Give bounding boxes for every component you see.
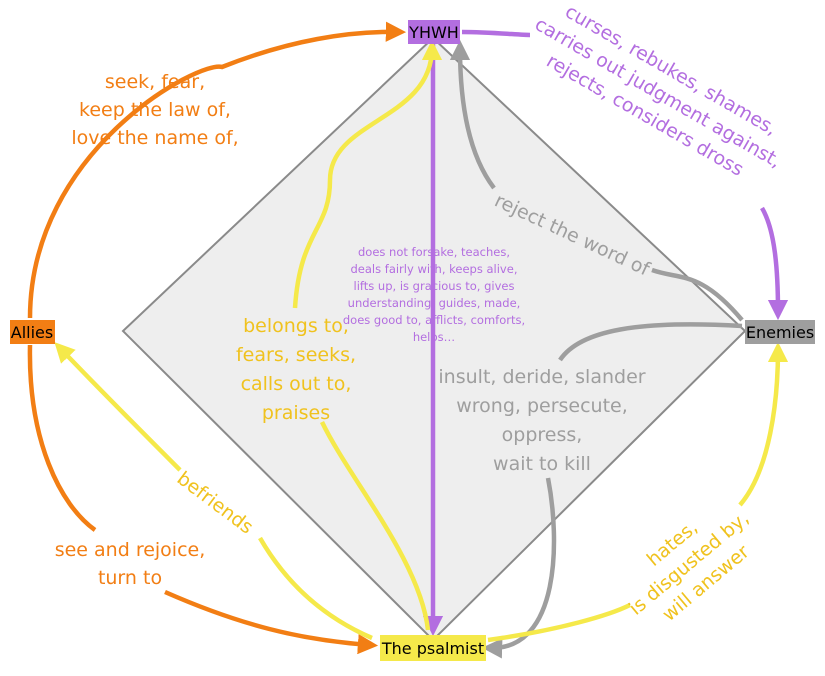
label-line: does not forsake, teaches, — [358, 245, 510, 259]
label-line: carries out judgment against, — [531, 13, 785, 172]
label-line: seek, fear, — [105, 71, 205, 93]
arrow-allies-to-psalmist — [27, 344, 370, 645]
node-yhwh: YHWH — [408, 20, 460, 44]
node-psalmist-label: The psalmist — [381, 639, 484, 658]
label-line: calls out to, — [241, 373, 352, 395]
arrow-psalmist-to-allies — [60, 348, 373, 641]
arrow-enemies-to-psalmist — [490, 322, 743, 648]
label-line: wrong, persecute, — [456, 395, 628, 417]
label-psalmist-to-enemies: hates, is disgusted by, will answer — [625, 507, 754, 626]
label-line: turn to — [98, 567, 162, 589]
label-psalmist-to-allies: befriends — [173, 467, 258, 538]
label-line: oppress, — [502, 424, 583, 446]
label-line: lifts up, is gracious to, gives — [354, 279, 515, 293]
arrow-psalmist-to-yhwh — [292, 48, 432, 631]
arrow-yhwh-to-enemies — [461, 29, 778, 312]
node-enemies: Enemies — [745, 320, 815, 344]
label-line: wait to kill — [493, 453, 591, 475]
node-yhwh-label: YHWH — [408, 23, 459, 42]
label-line: deals fairly with, keeps alive, — [351, 262, 518, 276]
label-yhwh-to-psalmist: does not forsake, teaches, deals fairly … — [343, 245, 525, 344]
label-enemies-to-psalmist: insult, deride, slander wrong, persecute… — [438, 366, 645, 475]
label-line: understanding, guides, made, — [348, 296, 521, 310]
arrow-psalmist-to-enemies — [487, 350, 778, 643]
node-allies-label: Allies — [11, 323, 53, 342]
node-psalmist: The psalmist — [380, 635, 486, 661]
label-line: belongs to, — [243, 315, 349, 337]
label-line: see and rejoice, — [55, 539, 206, 561]
label-allies-to-yhwh: seek, fear, keep the law of, love the na… — [71, 71, 238, 149]
arrow-allies-to-yhwh — [27, 21, 407, 319]
label-line: helps… — [413, 330, 455, 344]
label-line: does good to, afflicts, comforts, — [343, 313, 525, 327]
label-psalmist-to-yhwh: belongs to, fears, seeks, calls out to, … — [236, 315, 356, 424]
label-line: praises — [262, 402, 330, 424]
arrow-enemies-to-yhwh — [460, 48, 744, 322]
node-enemies-label: Enemies — [746, 323, 814, 342]
label-line: befriends — [173, 467, 258, 538]
node-allies: Allies — [10, 320, 55, 344]
label-line: keep the law of, — [79, 99, 231, 121]
label-allies-to-psalmist: see and rejoice, turn to — [55, 539, 206, 589]
label-line: insult, deride, slander — [438, 366, 645, 388]
label-line: fears, seeks, — [236, 344, 356, 366]
label-line: love the name of, — [71, 127, 238, 149]
